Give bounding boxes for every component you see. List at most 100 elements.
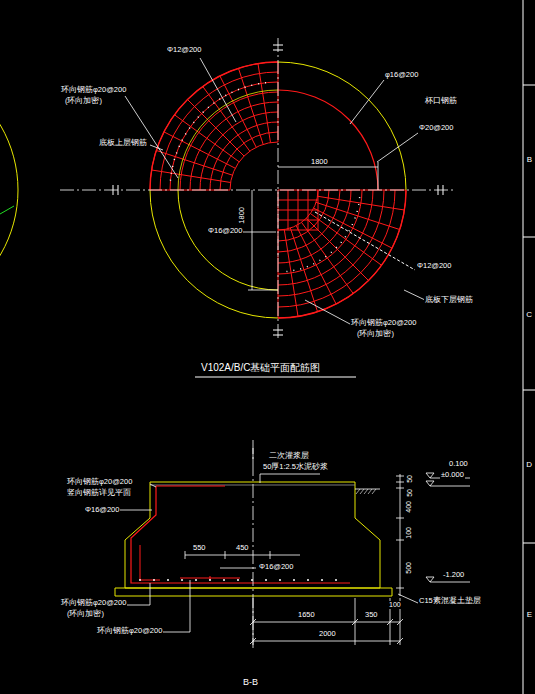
dim-tick bbox=[396, 588, 404, 589]
rebar-dot bbox=[307, 579, 309, 581]
foundation-outline bbox=[278, 62, 406, 190]
annotation-text: -1.200 bbox=[442, 571, 465, 579]
dim-tick bbox=[225, 551, 226, 559]
hoop-mark bbox=[170, 82, 268, 180]
rebar-edge bbox=[278, 190, 406, 318]
annotation-text: C15素混凝土垫层 bbox=[418, 597, 482, 605]
axis-tick bbox=[273, 45, 283, 46]
leader bbox=[305, 300, 350, 324]
ground-hatch bbox=[364, 489, 368, 494]
leader bbox=[404, 290, 425, 300]
centre-line bbox=[253, 448, 254, 462]
rebar-dot bbox=[139, 579, 141, 581]
frame-line bbox=[523, 0, 524, 694]
rebar-radial bbox=[152, 170, 231, 183]
annotation-text: Φ16@200 bbox=[84, 506, 120, 514]
leader bbox=[116, 510, 152, 511]
rebar-radial bbox=[258, 64, 271, 143]
rebar-mesh bbox=[278, 230, 318, 231]
annotation-text: 50厚1:2.5水泥砂浆 bbox=[262, 463, 329, 471]
rebar-ring bbox=[278, 90, 378, 190]
leader bbox=[315, 212, 415, 270]
centre-line bbox=[278, 38, 279, 340]
annotation-text: 0.100 bbox=[448, 460, 469, 468]
frame-tick bbox=[523, 390, 535, 391]
annotation-text: B bbox=[526, 156, 533, 165]
rebar-dot bbox=[265, 579, 267, 581]
dim-tick bbox=[396, 488, 404, 489]
dim-tick bbox=[397, 619, 403, 625]
axis-tick bbox=[443, 185, 444, 195]
section-rebar bbox=[156, 486, 225, 487]
axis-tick bbox=[438, 185, 439, 195]
annotation-text: 二次灌浆层 bbox=[268, 452, 310, 460]
annotation-text: 环向钢筋φ20@200 bbox=[66, 478, 133, 486]
blinding-layer bbox=[115, 588, 392, 596]
rebar-radial bbox=[318, 196, 405, 210]
hoop-mark bbox=[285, 197, 360, 272]
rebar-radial bbox=[164, 132, 235, 168]
rebar-dot bbox=[293, 579, 295, 581]
rebar-radial bbox=[220, 76, 256, 147]
leader bbox=[220, 568, 256, 569]
rebar-edge bbox=[150, 62, 278, 190]
dim-tick bbox=[396, 482, 404, 483]
annotation-text: Φ12@200 bbox=[166, 46, 202, 54]
pedestal-outline bbox=[178, 90, 278, 190]
rebar-radial bbox=[187, 99, 244, 156]
annotation-text: 500 bbox=[405, 561, 413, 575]
dim-tick bbox=[250, 638, 256, 644]
elevation-mark bbox=[426, 481, 434, 486]
axis-tick bbox=[118, 185, 119, 195]
annotation-text: 550 bbox=[192, 544, 207, 552]
annotation-text: 环向钢筋φ20@200 bbox=[60, 86, 127, 94]
rebar-dot bbox=[153, 579, 155, 581]
rebar-dot bbox=[335, 579, 337, 581]
rebar-dot bbox=[279, 579, 281, 581]
annotation-text: 环向钢筋φ20@200 bbox=[60, 599, 127, 607]
annotation-text: 1800 bbox=[238, 206, 246, 225]
rebar-radial bbox=[290, 228, 317, 312]
leader bbox=[377, 133, 418, 162]
title-underline bbox=[195, 377, 356, 378]
elevation-mark bbox=[426, 577, 434, 582]
dim-line bbox=[185, 555, 300, 556]
annotation-text: (环向加密) bbox=[66, 610, 105, 618]
annotation-text: E bbox=[526, 611, 533, 620]
dim-tick bbox=[396, 476, 404, 477]
annotation-text: B-B bbox=[242, 678, 259, 688]
rebar-dot bbox=[209, 579, 211, 581]
rebar-ring bbox=[150, 62, 278, 190]
axis-tick bbox=[273, 330, 283, 331]
leader bbox=[242, 232, 276, 233]
rebar-radial bbox=[314, 208, 392, 248]
frame-tick bbox=[523, 85, 535, 86]
annotation-text: ±0.000 bbox=[440, 471, 465, 479]
dim-tick bbox=[396, 540, 404, 541]
elevation-line bbox=[430, 582, 470, 583]
dim-line bbox=[278, 190, 279, 260]
annotation-text: (环向加密) bbox=[356, 330, 395, 338]
adjacent-foundation bbox=[0, 79, 18, 301]
rebar-radial bbox=[238, 68, 263, 144]
annotation-text: 环向钢筋φ20@200 bbox=[350, 319, 417, 327]
axis-tick bbox=[273, 335, 283, 336]
annotation-text: 底板上层钢筋 bbox=[98, 139, 148, 147]
grout-layer bbox=[150, 485, 355, 486]
annotation-text: 50 bbox=[406, 474, 414, 484]
rebar-ring bbox=[180, 92, 278, 190]
annotation-text: C bbox=[525, 311, 533, 320]
rebar-dot bbox=[321, 579, 323, 581]
rebar-mesh bbox=[278, 210, 318, 211]
section-rebar bbox=[210, 576, 211, 580]
annotation-text: 450 bbox=[235, 544, 250, 552]
annotation-text: 环向钢筋φ20@200 bbox=[96, 627, 163, 635]
annotation-text: 100 bbox=[405, 526, 413, 540]
annotation-text: 1800 bbox=[310, 158, 329, 166]
axis-tick bbox=[273, 50, 283, 51]
frame-tick bbox=[523, 237, 535, 238]
dim-line bbox=[252, 190, 253, 290]
annotation-text: 杯口钢筋 bbox=[424, 97, 458, 105]
pedestal-outline bbox=[178, 190, 278, 290]
